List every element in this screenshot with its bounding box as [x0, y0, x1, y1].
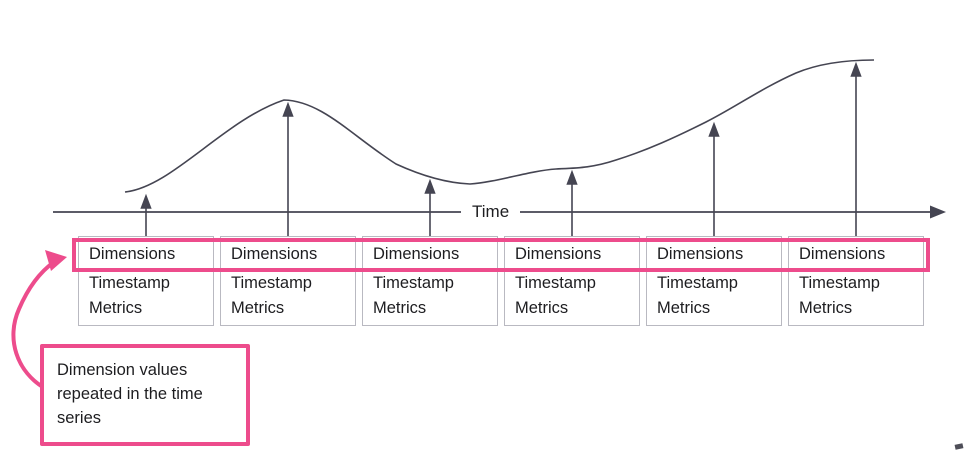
value-arrow-head-icon [708, 121, 720, 137]
record-field-metrics: Metrics [515, 299, 569, 317]
record-box: Dimensions Timestamp Metrics [78, 236, 214, 326]
record-field-dimensions: Dimensions [373, 245, 460, 263]
record-field-dimensions: Dimensions [515, 245, 602, 263]
record-box: Dimensions Timestamp Metrics [504, 236, 640, 326]
record-box: Dimensions Timestamp Metrics [646, 236, 782, 326]
time-axis-label: Time [461, 200, 521, 223]
time-axis-arrowhead-icon [930, 205, 946, 219]
record-field-metrics: Metrics [231, 299, 285, 317]
record-field-timestamp: Timestamp [231, 274, 312, 292]
annotation-callout: Dimension values repeated in the time se… [40, 344, 250, 446]
record-field-timestamp: Timestamp [515, 274, 596, 292]
callout-arrow-curve [11, 260, 56, 391]
dimensions-highlight-band [72, 238, 930, 272]
record-field-metrics: Metrics [373, 299, 427, 317]
record-field-metrics: Metrics [89, 299, 143, 317]
record-field-timestamp: Timestamp [799, 274, 880, 292]
annotation-text: Dimension values repeated in the time se… [57, 361, 203, 427]
record-box: Dimensions Timestamp Metrics [220, 236, 356, 326]
record-box: Dimensions Timestamp Metrics [788, 236, 924, 326]
value-arrow-head-icon [424, 178, 436, 194]
value-arrow-head-icon [282, 101, 294, 117]
record-field-timestamp: Timestamp [89, 274, 170, 292]
record-field-metrics: Metrics [799, 299, 853, 317]
record-field-metrics: Metrics [657, 299, 711, 317]
record-field-dimensions: Dimensions [799, 245, 886, 263]
record-field-dimensions: Dimensions [657, 245, 744, 263]
value-arrow-head-icon [566, 169, 578, 185]
record-field-timestamp: Timestamp [373, 274, 454, 292]
time-series-curve [124, 59, 875, 193]
record-field-dimensions: Dimensions [231, 245, 318, 263]
value-arrows [140, 61, 862, 236]
value-arrow-head-icon [140, 193, 152, 209]
callout-arrow-head-icon [45, 250, 67, 271]
record-field-timestamp: Timestamp [657, 274, 738, 292]
record-field-dimensions: Dimensions [89, 245, 176, 263]
value-arrow-head-icon [850, 61, 862, 77]
record-box: Dimensions Timestamp Metrics [362, 236, 498, 326]
